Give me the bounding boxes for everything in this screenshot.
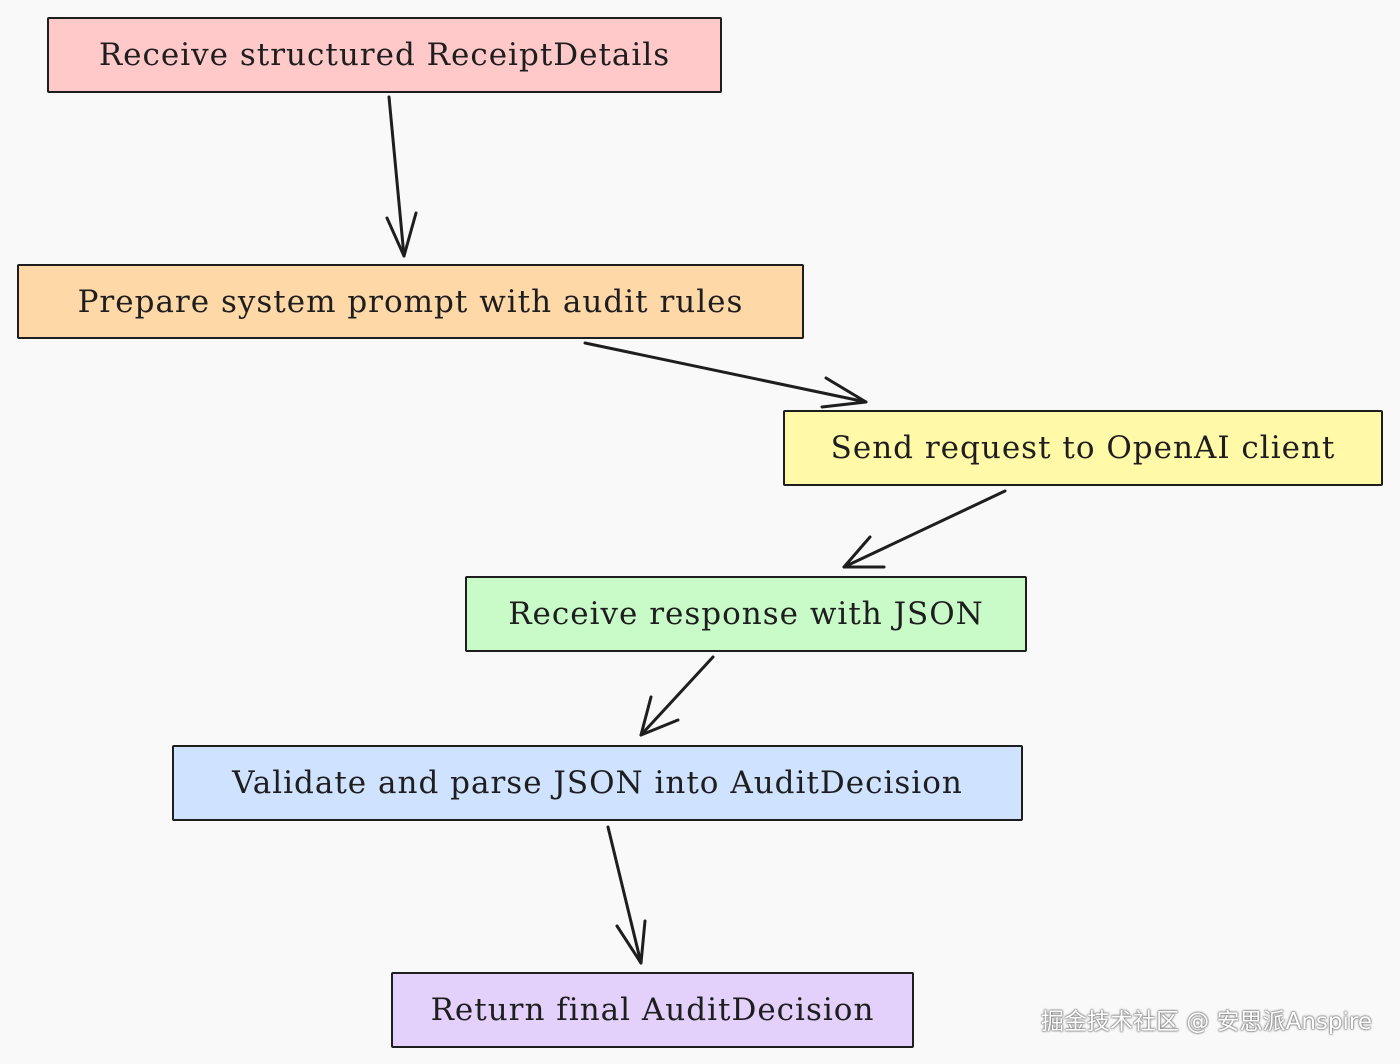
arrow-3-to-4 bbox=[842, 489, 1007, 569]
step-label: Receive structured ReceiptDetails bbox=[98, 37, 671, 73]
arrow-1-to-2 bbox=[385, 95, 418, 258]
step-receive-response: Receive response with JSON bbox=[465, 576, 1027, 652]
watermark-text: 掘金技术社区 @ 安思派Anspire bbox=[1040, 1009, 1372, 1035]
step-send-request: Send request to OpenAI client bbox=[783, 410, 1383, 486]
step-prepare-system-prompt: Prepare system prompt with audit rules bbox=[17, 264, 804, 339]
step-return-decision: Return final AuditDecision bbox=[391, 972, 914, 1048]
step-label: Return final AuditDecision bbox=[430, 992, 875, 1028]
step-label: Validate and parse JSON into AuditDecisi… bbox=[232, 765, 963, 801]
arrow-5-to-6 bbox=[606, 825, 647, 965]
arrow-2-to-3 bbox=[583, 341, 868, 409]
arrow-4-to-5 bbox=[639, 655, 715, 737]
step-receive-receipt-details: Receive structured ReceiptDetails bbox=[47, 17, 722, 93]
step-label: Receive response with JSON bbox=[508, 596, 984, 632]
step-label: Prepare system prompt with audit rules bbox=[77, 283, 744, 320]
step-validate-parse: Validate and parse JSON into AuditDecisi… bbox=[172, 745, 1023, 821]
step-label: Send request to OpenAI client bbox=[830, 430, 1336, 466]
